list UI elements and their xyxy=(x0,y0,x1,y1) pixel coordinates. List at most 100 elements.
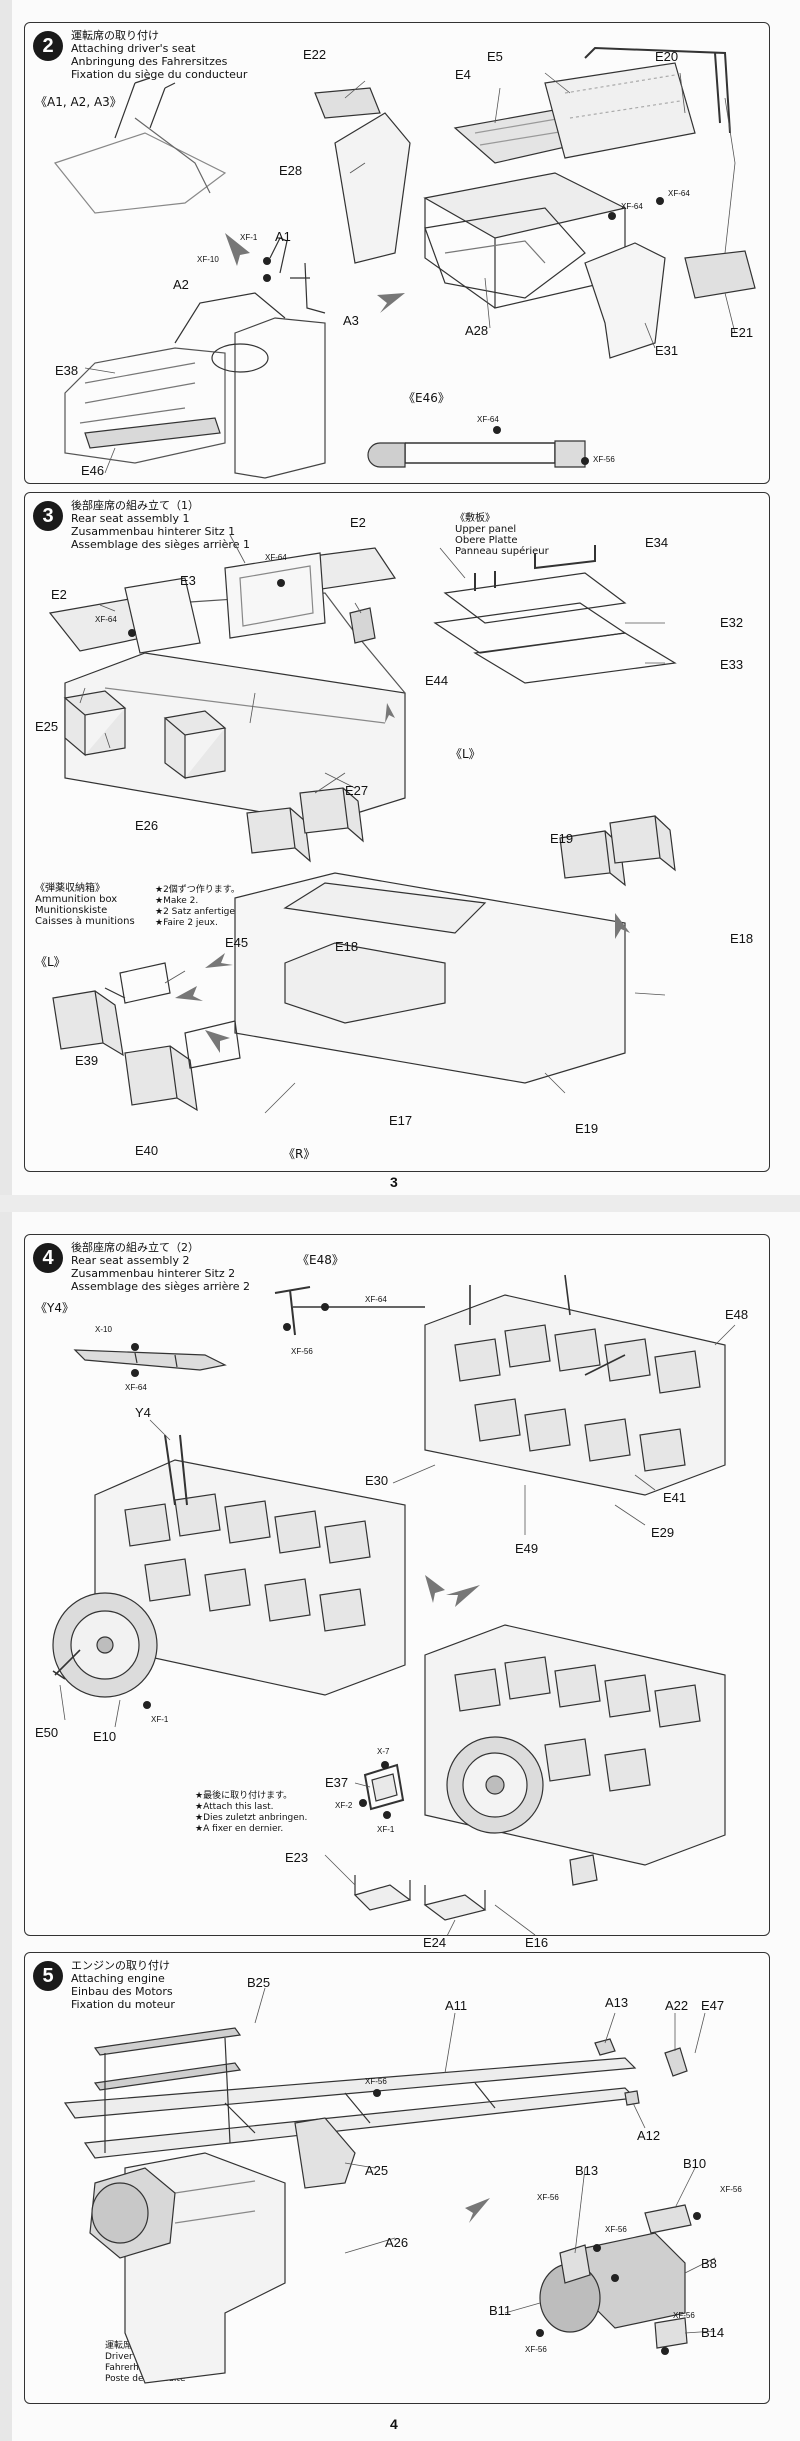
right-label: 《R》 xyxy=(283,1147,316,1161)
step-number: 2 xyxy=(33,31,63,61)
part-A12: A12 xyxy=(637,2128,661,2143)
paint-x7: X-7 xyxy=(377,1747,390,1756)
part-E45: E45 xyxy=(225,935,249,950)
part-E17: E17 xyxy=(389,1113,413,1128)
ammo-box-title: 《弾薬収納箱》 Ammunition box Munitionskiste Ca… xyxy=(35,883,135,927)
part-E50: E50 xyxy=(35,1725,59,1740)
part-E16: E16 xyxy=(525,1935,549,1950)
part-E39: E39 xyxy=(75,1053,99,1068)
make-jp: ★2個ずつ作ります。 xyxy=(155,885,240,895)
step-number: 5 xyxy=(33,1961,63,1991)
step-title: 運転席の取り付け Attaching driver's seat Anbring… xyxy=(71,29,247,81)
part-E30: E30 xyxy=(365,1473,389,1488)
part-E41: E41 xyxy=(663,1490,687,1505)
step-5-drawing xyxy=(63,1987,716,2384)
part-E23: E23 xyxy=(285,1850,309,1865)
part-E4: E4 xyxy=(455,67,471,82)
subassembly-Y4-label: 《Y4》 xyxy=(35,1301,74,1315)
paint-xf1: XF-1 xyxy=(377,1825,395,1834)
attach-last-note: ★最後に取り付けます。 ★Attach this last. ★Dies zul… xyxy=(195,1791,307,1835)
paint-xf1: XF-1 xyxy=(240,233,258,242)
part-B25: B25 xyxy=(247,1975,271,1990)
part-E49: E49 xyxy=(515,1541,539,1556)
step-title: エンジンの取り付け Attaching engine Einbau des Mo… xyxy=(71,1959,175,2011)
paint-x10: X-10 xyxy=(95,1325,112,1334)
part-E3: E3 xyxy=(180,573,196,588)
part-E48: E48 xyxy=(725,1307,749,1322)
step-5-panel: 5 エンジンの取り付け Attaching engine Einbau des … xyxy=(24,1952,770,2404)
paint-xf64: XF-64 xyxy=(668,189,690,198)
title-fr: Assemblage des sièges arrière 2 xyxy=(71,1280,250,1293)
part-E32: E32 xyxy=(720,615,744,630)
part-E26: E26 xyxy=(135,818,159,833)
part-E19: E19 xyxy=(550,831,574,846)
part-E20: E20 xyxy=(655,49,679,64)
page-edge xyxy=(0,1212,12,2441)
part-B10: B10 xyxy=(683,2156,707,2171)
step-title: 後部座席の組み立て（1） Rear seat assembly 1 Zusamm… xyxy=(71,499,250,551)
part-A26: A26 xyxy=(385,2235,409,2250)
part-E27: E27 xyxy=(345,783,369,798)
panel-jp: 《敷板》 xyxy=(455,513,495,524)
part-E22: E22 xyxy=(303,47,327,62)
panel-fr: Panneau supérieur xyxy=(455,546,549,557)
title-fr: Fixation du siège du conducteur xyxy=(71,68,248,81)
step-4-panel: 4 後部座席の組み立て（2） Rear seat assembly 2 Zusa… xyxy=(24,1234,770,1950)
part-E10: E10 xyxy=(93,1729,117,1744)
left-label: 《L》 xyxy=(450,747,481,761)
part-E28: E28 xyxy=(279,163,303,178)
step-2-drawing xyxy=(53,46,756,479)
title-de: Einbau des Motors xyxy=(71,1985,173,1998)
part-A1: A1 xyxy=(275,229,291,244)
part-E5: E5 xyxy=(487,49,503,64)
panel-en: Upper panel xyxy=(455,524,517,535)
part-E19: E19 xyxy=(575,1121,599,1136)
title-jp: 運転席の取り付け xyxy=(71,29,159,42)
part-E40: E40 xyxy=(135,1143,159,1158)
title-fr: Assemblage des sièges arrière 1 xyxy=(71,538,250,551)
paint-xf56: XF-56 xyxy=(365,2077,387,2086)
detail-E46-label: 《E46》 xyxy=(403,391,450,405)
step-3-drawing xyxy=(48,534,677,1114)
part-A13: A13 xyxy=(605,1995,629,2010)
part-E31: E31 xyxy=(655,343,679,358)
page-number: 3 xyxy=(390,1174,398,1190)
paint-xf56: XF-56 xyxy=(291,1347,313,1356)
title-en: Attaching driver's seat xyxy=(71,42,196,55)
make-en: ★Make 2. xyxy=(155,896,199,906)
subassembly-label: 《A1, A2, A3》 xyxy=(35,95,122,109)
part-E25: E25 xyxy=(35,719,59,734)
page-edge xyxy=(0,0,12,1195)
ammo-jp: 《弾薬収納箱》 xyxy=(35,883,105,894)
paint-xf64: XF-64 xyxy=(365,1295,387,1304)
paint-xf56: XF-56 xyxy=(673,2311,695,2320)
page-gap xyxy=(0,1195,800,1212)
make-de: ★2 Satz anfertigen. xyxy=(155,907,244,917)
part-E46: E46 xyxy=(81,463,105,478)
title-en: Rear seat assembly 2 xyxy=(71,1254,190,1267)
part-A2: A2 xyxy=(173,277,189,292)
part-E34: E34 xyxy=(645,535,669,550)
paint-xf64: XF-64 xyxy=(477,415,499,424)
left-label: 《L》 xyxy=(35,955,66,969)
title-en: Rear seat assembly 1 xyxy=(71,512,190,525)
part-E37: E37 xyxy=(325,1775,349,1790)
part-A22: A22 xyxy=(665,1998,689,2013)
title-de: Zusammenbau hinterer Sitz 2 xyxy=(71,1267,236,1280)
part-A3: A3 xyxy=(343,313,359,328)
part-B11: B11 xyxy=(489,2303,512,2318)
subassembly-E48-label: 《E48》 xyxy=(297,1253,344,1267)
paint-xf64: XF-64 xyxy=(125,1383,147,1392)
paint-xf56: XF-56 xyxy=(593,455,615,464)
paint-xf56: XF-56 xyxy=(720,2185,742,2194)
ammo-fr: Caisses à munitions xyxy=(35,916,135,927)
part-E21: E21 xyxy=(730,325,754,340)
paint-xf10: XF-10 xyxy=(197,255,219,264)
part-E18: E18 xyxy=(335,939,359,954)
last-jp: ★最後に取り付けます。 xyxy=(195,1791,293,1801)
part-B8: B8 xyxy=(701,2256,717,2271)
part-E24: E24 xyxy=(423,1935,447,1950)
title-de: Anbringung des Fahrersitzes xyxy=(71,55,228,68)
paint-xf56: XF-56 xyxy=(537,2193,559,2202)
paint-xf2: XF-2 xyxy=(335,1801,353,1810)
